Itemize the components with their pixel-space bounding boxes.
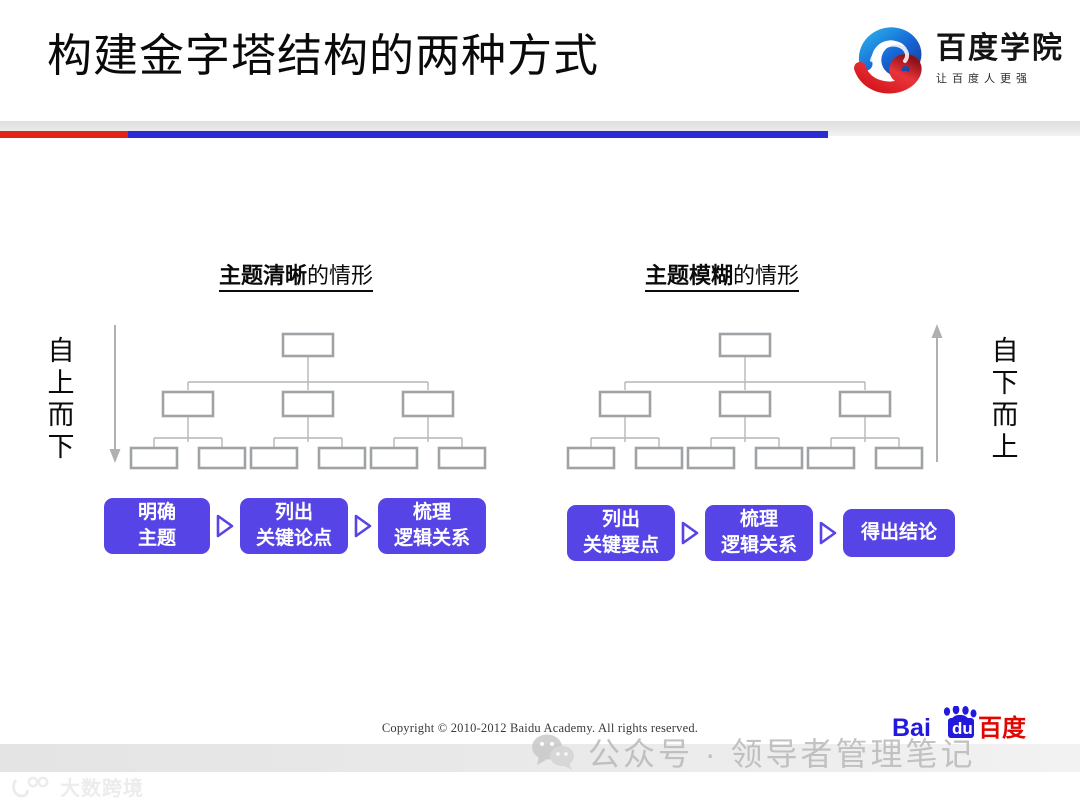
flow-step-line2: 关键论点	[255, 528, 332, 549]
tree-nodes	[129, 332, 487, 470]
flow-left: 明确 主题 列出 关键论点 梳理 逻辑关系	[104, 498, 486, 554]
tree-node-mid	[281, 390, 335, 418]
arrow-up-icon	[931, 324, 943, 462]
flow-step-line2: 主题	[137, 528, 176, 549]
flow-arrow-icon	[210, 514, 240, 538]
header-divider-red	[0, 131, 128, 138]
baidu-logo-du-box	[948, 718, 974, 738]
academy-tagline: 让百度人更强	[936, 73, 1032, 85]
tree-nodes	[566, 332, 924, 470]
tree-connectors	[153, 356, 463, 448]
panel-heading-left: 主题清晰的情形	[219, 258, 374, 292]
tree-node-mid	[161, 390, 215, 418]
flow-step-line2: 逻辑关系	[393, 528, 470, 549]
flow-step-3[interactable]: 得出结论	[843, 509, 955, 557]
tree-node-leaf	[369, 446, 419, 470]
baidu-logo-du: du	[952, 719, 973, 738]
tree-node-root	[718, 332, 772, 358]
direction-char: 自	[47, 336, 75, 366]
flow-step-2[interactable]: 梳理 逻辑关系	[705, 505, 813, 561]
flow-arrow-icon	[348, 514, 378, 538]
direction-char: 上	[47, 368, 75, 398]
flow-step-line1: 得出结论	[860, 522, 937, 543]
flow-step-line1: 列出	[601, 509, 640, 530]
watermark-brand-text: 大数跨境	[60, 778, 144, 800]
tree-node-leaf	[806, 446, 856, 470]
tree-node-leaf	[634, 446, 684, 470]
tree-node-leaf	[754, 446, 804, 470]
panel-heading-right-bold: 主题模糊	[645, 263, 734, 292]
flow-step-line1: 明确	[137, 502, 176, 523]
flow-step-1[interactable]: 列出 关键要点	[567, 505, 675, 561]
direction-char: 自	[991, 336, 1019, 366]
tree-node-root	[281, 332, 335, 358]
page-title: 构建金字塔结构的两种方式	[47, 30, 600, 81]
slide-header: 构建金字塔结构的两种方式	[0, 0, 1080, 138]
flow-step-3[interactable]: 梳理 逻辑关系	[378, 498, 486, 554]
tree-node-leaf	[129, 446, 179, 470]
direction-label-left: 自 上 而 下	[44, 335, 78, 463]
direction-char: 而	[47, 400, 75, 430]
baidu-logo-bai: Bai	[892, 714, 931, 740]
academy-wordmark: 百度学院 让百度人更强	[936, 34, 1062, 86]
watermark-wechat-text: 公众号 · 领导者管理笔记	[588, 736, 976, 772]
direction-char: 上	[991, 432, 1019, 462]
baidu-academy-logo: 百度学院 让百度人更强	[852, 22, 1062, 100]
flow-step-line1: 梳理	[739, 509, 778, 530]
flow-step-line2: 关键要点	[582, 535, 659, 556]
baidu-logo-cn: 百度	[978, 714, 1027, 740]
flow-step-line1: 列出	[274, 502, 313, 523]
flow-arrow-icon	[675, 521, 705, 545]
direction-label-right: 自 下 而 上	[988, 335, 1022, 463]
watermark-brand: 大数跨境	[12, 772, 144, 801]
direction-char: 下	[47, 432, 75, 462]
tree-node-leaf	[317, 446, 367, 470]
tree-node-leaf	[249, 446, 299, 470]
copyright-text: Copyright © 2010-2012 Baidu Academy. All…	[381, 721, 699, 735]
pyramid-tree-right	[566, 332, 924, 470]
flow-step-line2: 逻辑关系	[720, 535, 797, 556]
tree-node-mid	[838, 390, 892, 418]
tree-node-leaf	[197, 446, 247, 470]
flow-arrow-icon	[813, 521, 843, 545]
flow-step-2[interactable]: 列出 关键论点	[240, 498, 348, 554]
panel-heading-right-rest: 的情形	[733, 263, 800, 292]
pyramid-tree-left	[129, 332, 487, 470]
tree-node-leaf	[686, 446, 736, 470]
baidu-paw-icon	[943, 706, 977, 727]
arrow-down-icon	[109, 325, 121, 463]
baidu-logo: Bai du 百度	[892, 706, 1027, 740]
direction-char: 而	[991, 400, 1019, 430]
flow-step-1[interactable]: 明确 主题	[104, 498, 210, 554]
tree-node-mid	[718, 390, 772, 418]
wechat-icon	[532, 734, 574, 770]
header-divider-blue	[128, 131, 828, 138]
flow-step-line1: 梳理	[412, 502, 451, 523]
direction-char: 下	[991, 368, 1019, 398]
tree-connectors	[590, 356, 900, 448]
academy-name: 百度学院	[936, 32, 1064, 65]
tree-node-leaf	[566, 446, 616, 470]
academy-swirl-icon	[854, 27, 922, 95]
panel-heading-left-rest: 的情形	[307, 263, 374, 292]
flow-right: 列出 关键要点 梳理 逻辑关系 得出结论	[567, 505, 955, 561]
watermark-wechat: 公众号 · 领导者管理笔记	[530, 729, 975, 775]
panel-heading-right: 主题模糊的情形	[645, 258, 800, 292]
tree-node-leaf	[874, 446, 924, 470]
tree-node-mid	[401, 390, 455, 418]
tree-node-mid	[598, 390, 652, 418]
brand-mark-icon	[12, 776, 49, 798]
panel-heading-left-bold: 主题清晰	[219, 263, 308, 292]
tree-node-leaf	[437, 446, 487, 470]
